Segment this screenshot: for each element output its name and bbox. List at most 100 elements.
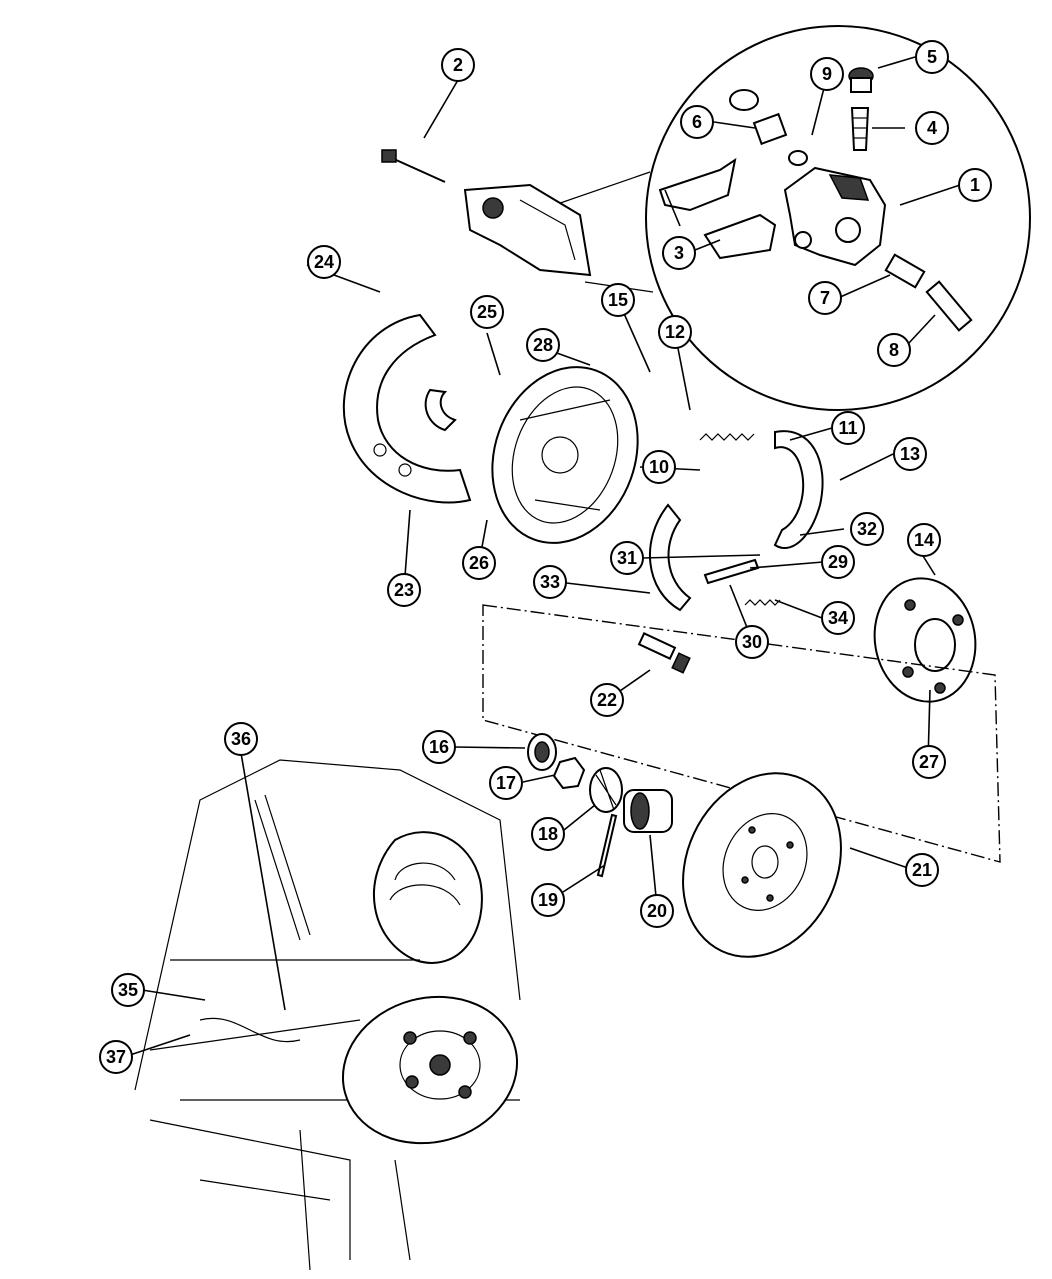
parking-brake-shoes xyxy=(648,430,824,612)
svg-text:21: 21 xyxy=(912,860,932,880)
svg-text:6: 6 xyxy=(692,112,702,132)
callout-33: 33 xyxy=(533,565,567,599)
callout-14: 14 xyxy=(907,523,941,557)
callout-24: 24 xyxy=(307,245,341,279)
callout-12: 12 xyxy=(658,315,692,349)
svg-text:17: 17 xyxy=(496,773,516,793)
svg-text:13: 13 xyxy=(900,444,920,464)
svg-text:20: 20 xyxy=(647,901,667,921)
svg-text:18: 18 xyxy=(538,824,558,844)
callout-16: 16 xyxy=(422,730,456,764)
callout-4: 4 xyxy=(915,111,949,145)
callout-17: 17 xyxy=(489,766,523,800)
callout-25: 25 xyxy=(470,295,504,329)
spring-34 xyxy=(744,599,781,606)
callout-6: 6 xyxy=(680,105,714,139)
svg-text:36: 36 xyxy=(231,729,251,749)
svg-text:19: 19 xyxy=(538,890,558,910)
svg-text:34: 34 xyxy=(828,608,848,628)
callout-10: 10 xyxy=(642,450,676,484)
callout-5: 5 xyxy=(915,40,949,74)
svg-text:23: 23 xyxy=(394,580,414,600)
callout-26: 26 xyxy=(462,546,496,580)
adjuster xyxy=(703,558,760,585)
callout-22: 22 xyxy=(590,683,624,717)
svg-text:16: 16 xyxy=(429,737,449,757)
callout-31: 31 xyxy=(610,541,644,575)
svg-text:11: 11 xyxy=(838,418,857,438)
callout-19: 19 xyxy=(531,883,565,917)
callout-18: 18 xyxy=(531,817,565,851)
outer-bearing xyxy=(623,789,673,833)
grease-cap xyxy=(527,733,557,771)
callout-2: 2 xyxy=(441,48,475,82)
piston-seal xyxy=(729,89,808,166)
svg-text:12: 12 xyxy=(665,322,685,342)
svg-text:28: 28 xyxy=(533,335,553,355)
svg-text:35: 35 xyxy=(118,980,138,1000)
callout-11: 11 xyxy=(831,411,865,445)
mounting-bolt xyxy=(637,632,691,674)
bleeder-screw xyxy=(850,107,870,151)
callout-34: 34 xyxy=(821,601,855,635)
callout-9: 9 xyxy=(810,57,844,91)
slide-bushing xyxy=(884,253,973,332)
callout-7: 7 xyxy=(808,281,842,315)
svg-text:26: 26 xyxy=(469,553,489,573)
leader-lines xyxy=(129,56,961,1056)
svg-text:8: 8 xyxy=(889,340,899,360)
callout-29: 29 xyxy=(821,545,855,579)
callout-32: 32 xyxy=(850,512,884,546)
svg-text:10: 10 xyxy=(649,457,669,477)
callout-1: 1 xyxy=(958,168,992,202)
cotter-pin xyxy=(596,813,618,878)
svg-text:30: 30 xyxy=(742,632,762,652)
svg-text:3: 3 xyxy=(674,243,684,263)
bleeder-cap xyxy=(848,67,874,93)
reference-box xyxy=(482,604,1001,863)
callout-20: 20 xyxy=(640,894,674,928)
svg-text:1: 1 xyxy=(970,175,980,195)
svg-text:15: 15 xyxy=(608,290,628,310)
splash-shield xyxy=(342,313,472,504)
svg-text:14: 14 xyxy=(914,530,934,550)
svg-text:25: 25 xyxy=(477,302,497,322)
hub-nut xyxy=(552,756,586,790)
svg-text:7: 7 xyxy=(820,288,830,308)
svg-text:5: 5 xyxy=(927,47,937,67)
nut-retainer xyxy=(589,767,623,813)
svg-text:32: 32 xyxy=(857,519,877,539)
callout-37: 37 xyxy=(99,1040,133,1074)
backing-plate xyxy=(491,366,639,544)
svg-text:31: 31 xyxy=(617,548,637,568)
callout-36: 36 xyxy=(224,722,258,756)
brake-pads-detail xyxy=(658,157,777,260)
caliper-detail-circle xyxy=(645,25,1031,411)
hub-bearing xyxy=(873,577,977,703)
callout-30: 30 xyxy=(735,625,769,659)
callout-23: 23 xyxy=(387,573,421,607)
callout-35: 35 xyxy=(111,973,145,1007)
svg-text:27: 27 xyxy=(919,752,939,772)
callout-28: 28 xyxy=(526,328,560,362)
spring-12 xyxy=(699,433,755,441)
svg-text:37: 37 xyxy=(106,1047,126,1067)
caliper-assembly xyxy=(381,149,592,277)
svg-text:9: 9 xyxy=(822,64,832,84)
svg-text:4: 4 xyxy=(927,118,937,138)
callouts: 1 2 3 4 5 6 7 8 9 10 11 12 13 14 15 16 1… xyxy=(99,40,992,1074)
svg-text:2: 2 xyxy=(453,55,463,75)
callout-27: 27 xyxy=(912,745,946,779)
callout-13: 13 xyxy=(893,437,927,471)
callout-21: 21 xyxy=(905,853,939,887)
svg-text:22: 22 xyxy=(597,690,617,710)
vehicle-underbody xyxy=(134,759,521,1271)
callout-15: 15 xyxy=(601,283,635,317)
svg-text:33: 33 xyxy=(540,572,560,592)
callout-3: 3 xyxy=(662,236,696,270)
brake-rotor xyxy=(682,772,842,958)
caliper-body xyxy=(783,166,887,267)
callout-8: 8 xyxy=(877,333,911,367)
svg-text:29: 29 xyxy=(828,552,848,572)
